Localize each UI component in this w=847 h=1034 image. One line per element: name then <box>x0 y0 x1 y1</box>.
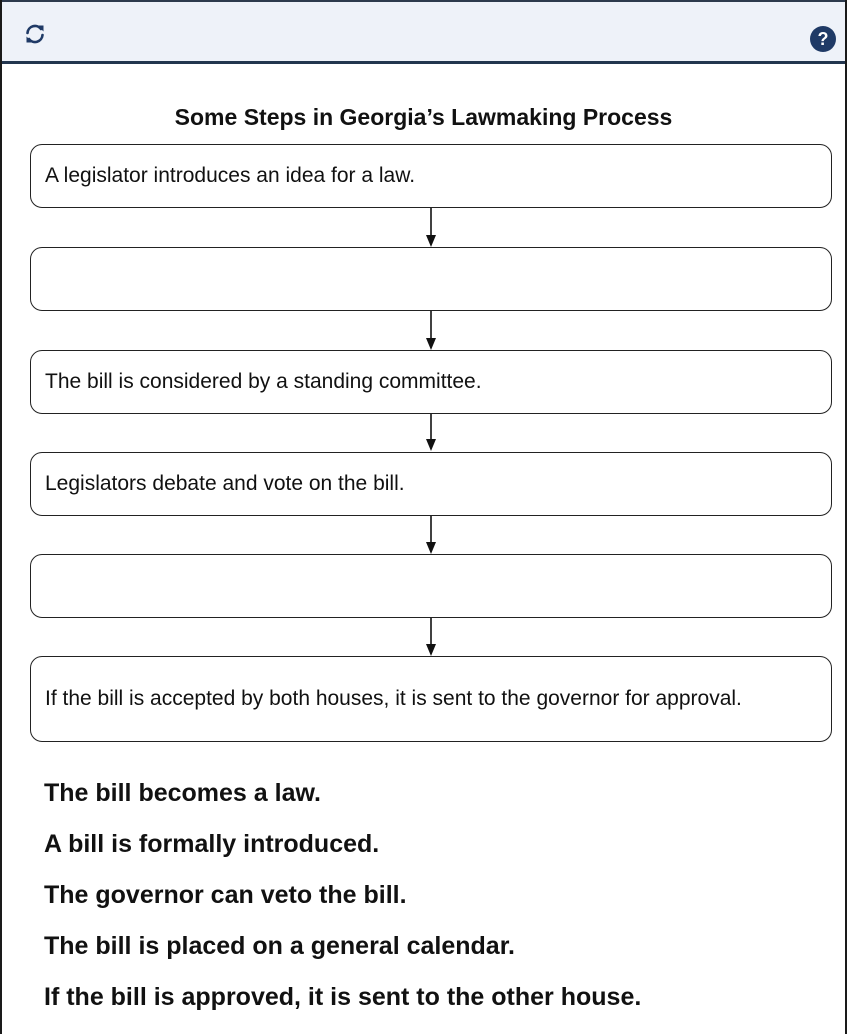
answer-choice-5[interactable]: If the bill is approved, it is sent to t… <box>44 983 642 1011</box>
arrow-1-icon <box>426 208 436 247</box>
step-6-text: If the bill is accepted by both houses, … <box>45 687 742 710</box>
step-3-text: The bill is considered by a standing com… <box>45 370 482 393</box>
answer-choice-4[interactable]: The bill is placed on a general calendar… <box>44 932 515 960</box>
help-icon: ? <box>817 28 829 49</box>
step-2-drop-zone[interactable] <box>30 247 832 311</box>
arrow-3-icon <box>426 414 436 451</box>
diagram-title: Some Steps in Georgia’s Lawmaking Proces… <box>174 104 673 130</box>
step-4-box: Legislators debate and vote on the bill. <box>30 452 832 516</box>
step-1-text: A legislator introduces an idea for a la… <box>45 164 416 187</box>
step-1-box: A legislator introduces an idea for a la… <box>30 144 832 208</box>
help-button[interactable]: ? <box>810 26 836 52</box>
refresh-icon <box>26 24 44 44</box>
answer-choice-3[interactable]: The governor can veto the bill. <box>44 881 407 909</box>
toolbar: ? <box>2 0 845 64</box>
arrow-2-icon <box>426 311 436 350</box>
step-6-box: If the bill is accepted by both houses, … <box>30 656 832 742</box>
arrow-5-icon <box>426 618 436 656</box>
answer-choice-1[interactable]: The bill becomes a law. <box>44 779 321 807</box>
step-3-box: The bill is considered by a standing com… <box>30 350 832 414</box>
step-5-drop-zone[interactable] <box>30 554 832 618</box>
answer-choice-2[interactable]: A bill is formally introduced. <box>44 830 380 858</box>
arrow-4-icon <box>426 516 436 554</box>
reset-button[interactable] <box>22 21 48 47</box>
step-4-text: Legislators debate and vote on the bill. <box>45 472 405 495</box>
